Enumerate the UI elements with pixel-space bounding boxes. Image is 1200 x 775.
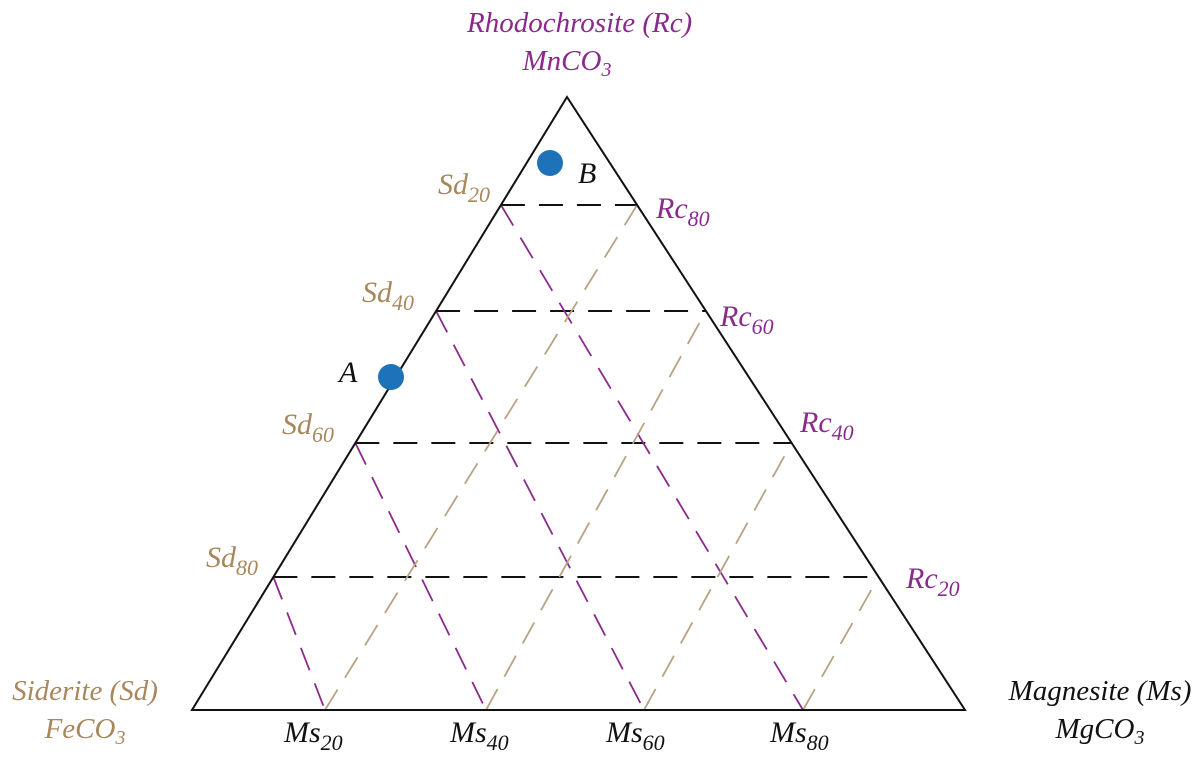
data-point-label-b: B xyxy=(578,157,596,190)
tick-label-ms-20: Ms20 xyxy=(284,716,343,755)
vertex-formula: MnCO3 xyxy=(522,45,612,81)
triangle-outline xyxy=(190,95,967,711)
tick-label-sd-80: Sd80 xyxy=(206,541,258,580)
grid-line-sd-20 xyxy=(500,204,804,711)
grid-line-sd-80 xyxy=(272,576,326,711)
vertex-label-magnesite: Magnesite (Ms) MgCO3 xyxy=(985,672,1200,757)
vertex-label-rhodochrosite: Rhodochrosite (Rc) MnCO3 xyxy=(467,4,693,89)
data-point-b xyxy=(537,150,563,176)
tick-label-rc-60: Rc60 xyxy=(720,300,774,339)
vertex-name: Siderite (Sd) xyxy=(12,675,158,707)
grid-line-ms-80 xyxy=(802,576,880,711)
tick-label-rc-40: Rc40 xyxy=(800,406,854,445)
grid-line-sd-60 xyxy=(354,442,487,711)
vertex-name: Rhodochrosite (Rc) xyxy=(467,7,693,39)
grid-line-ms-60 xyxy=(643,442,793,711)
tick-label-rc-20: Rc20 xyxy=(906,562,960,601)
tick-label-sd-20: Sd20 xyxy=(438,168,490,207)
tick-label-sd-40: Sd40 xyxy=(362,276,414,315)
data-point-label-a: A xyxy=(337,356,358,389)
vertex-formula: MgCO3 xyxy=(1055,713,1145,749)
grid-line-sd-40 xyxy=(435,310,645,711)
grid-line-ms-40 xyxy=(485,310,707,711)
vertex-formula: FeCO3 xyxy=(44,713,126,749)
vertex-label-siderite: Siderite (Sd) FeCO3 xyxy=(0,672,180,757)
tick-label-ms-80: Ms80 xyxy=(770,716,829,755)
vertex-name: Magnesite (Ms) xyxy=(1008,675,1192,707)
data-point-a xyxy=(378,364,404,390)
tick-label-ms-60: Ms60 xyxy=(606,716,665,755)
grid-line-ms-20 xyxy=(324,204,638,711)
tick-label-ms-40: Ms40 xyxy=(450,716,509,755)
tick-label-rc-80: Rc80 xyxy=(656,192,710,231)
tick-label-sd-60: Sd60 xyxy=(282,408,334,447)
